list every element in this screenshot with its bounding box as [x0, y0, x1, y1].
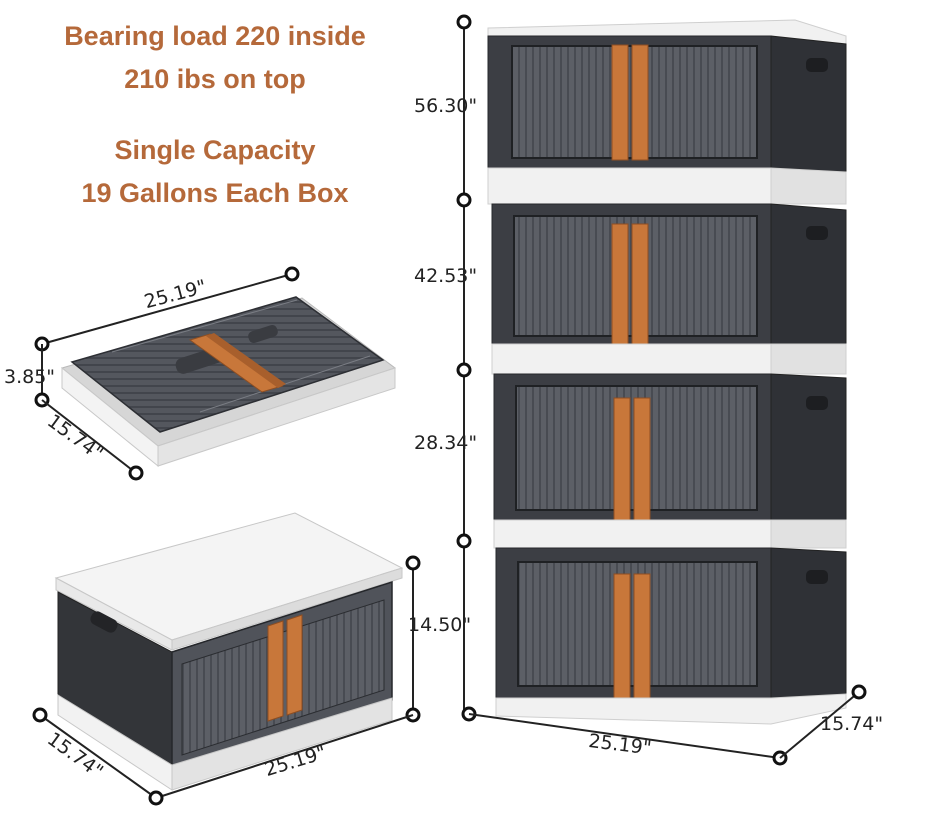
stack-box-1 [487, 35, 847, 205]
folded-height-label: 3.85" [4, 366, 56, 388]
stack-height-2-label: 28.34" [414, 432, 478, 454]
single-height-label: 14.50" [408, 614, 472, 636]
stack-height-3-label: 42.53" [414, 265, 478, 287]
load-capacity-text: Bearing load 220 inside [64, 21, 366, 51]
single-box-illustration [54, 512, 404, 791]
stack-dimension-lines [456, 14, 867, 766]
stack-height-4-label: 56.30" [414, 95, 478, 117]
stack-box-3 [493, 373, 847, 549]
single-box-dimension-lines [32, 555, 421, 806]
stack-box-4 [495, 547, 847, 725]
top-load-text: 210 ibs on top [124, 64, 306, 94]
stacked-boxes-illustration [487, 19, 847, 725]
capacity-heading: Single Capacity [114, 135, 316, 165]
gallons-text: 19 Gallons Each Box [81, 178, 349, 208]
folded-box-illustration [60, 296, 397, 468]
folded-box-dimension-lines [34, 266, 300, 481]
stack-depth-label: 15.74" [820, 713, 884, 735]
stack-box-2 [491, 203, 847, 375]
